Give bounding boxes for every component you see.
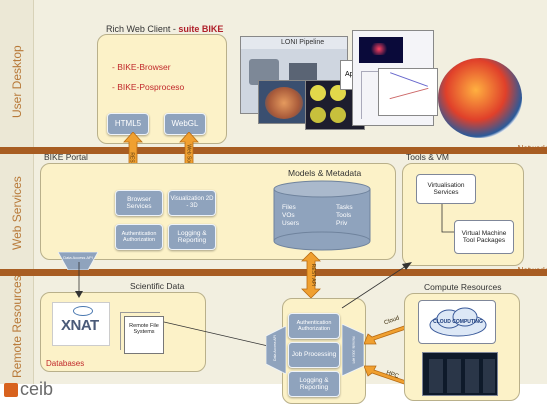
models-item-priv: Priv — [336, 219, 348, 227]
data-access-api-label: Data Access API — [272, 335, 277, 361]
brain-image-1 — [258, 80, 308, 124]
scientific-to-jobs-line — [164, 321, 276, 350]
rest-arrow — [123, 132, 143, 190]
network-label-bottom: Network — [517, 266, 547, 275]
cloud-computing-box: CLOUD COMPUTING — [418, 300, 496, 344]
network-divider-bottom — [0, 269, 547, 276]
client-title-suite: suite BIKE — [178, 24, 224, 34]
virtualisation-connector — [441, 204, 454, 233]
portal-authentication-box: Authentication Authorization — [115, 224, 163, 250]
websockets-arrow — [179, 132, 199, 190]
models-item-files: Files — [282, 204, 296, 211]
client-title-text: Rich Web Client - — [106, 24, 179, 34]
remote-file-systems-box: Remote File Systems — [124, 316, 164, 354]
html5-box: HTML5 — [107, 113, 149, 135]
remote-file-systems-label: Remote File Systems — [129, 323, 159, 335]
webgl-box: WebGL — [164, 113, 206, 135]
rest-api-arrow — [301, 252, 321, 298]
data-access-gate-label: Data Access API — [63, 255, 93, 260]
scientific-data-title: Scientific Data — [130, 281, 185, 291]
network-divider-top — [0, 147, 547, 154]
xnat-logo-box: XNAT — [52, 302, 110, 346]
vm-tool-packages-box: Virtual Machine Tool Packages — [454, 220, 514, 254]
graph-image — [378, 68, 438, 116]
remote-fs-stack-1 — [120, 312, 160, 350]
visualization-box: Visualization 2D - 3D — [168, 190, 216, 216]
models-list-tasks: Tasks Tools Priv — [336, 204, 353, 227]
remote-resources-sidebar — [0, 276, 34, 384]
web-services-sidebar — [0, 154, 34, 269]
loni-pipeline-label: LONI Pipeline — [281, 39, 325, 46]
models-item-tools: Tools — [336, 211, 352, 219]
data-access-api-trapezoid — [266, 326, 286, 374]
compute-resources-title: Compute Resources — [424, 282, 502, 292]
ceib-logo-mark — [4, 383, 18, 397]
cloud-icon — [429, 307, 487, 337]
client-item-posproceso: - BIKE-Posproceso — [112, 82, 185, 92]
rest-api-arrow-label: REST API — [310, 263, 317, 287]
layer-label-web-services: Web Services — [10, 176, 24, 250]
models-item-users: Users — [282, 219, 299, 227]
gate-to-scientific-arrow — [75, 262, 83, 298]
user-desktop-sidebar — [0, 0, 34, 147]
rich-web-client-title: Rich Web Client - suite BIKE — [106, 24, 223, 34]
tools-vm-title: Tools & VM — [406, 152, 449, 162]
ceib-logo-text: ceib — [20, 379, 54, 399]
client-item-browser: - BIKE-Browser — [112, 62, 171, 72]
cloud-computing-text: CLOUD COMPUTING — [433, 319, 483, 325]
models-metadata-cylinder — [273, 180, 371, 251]
browser-services-box: Browser Services — [115, 190, 163, 216]
portal-logging-box: Logging & Reporting — [168, 224, 216, 250]
remote-jobs-api-trapezoid — [342, 324, 364, 376]
models-list-files: Files VOs Users — [282, 204, 299, 227]
hpc-cluster-image — [422, 352, 498, 396]
network-label-top: Network — [517, 144, 547, 153]
xnat-logo-text: XNAT — [61, 317, 99, 334]
jobs-to-tools-line — [341, 262, 412, 309]
layer-label-user-desktop: User Desktop — [10, 45, 24, 118]
virtualisation-services-box: Virtualisation Services — [416, 174, 476, 204]
brain-3d-render — [438, 58, 522, 138]
databases-label: Databases — [46, 359, 85, 368]
remote-jobs-api-label: Remote Jobs API — [351, 336, 356, 364]
models-item-tasks: Tasks — [336, 204, 353, 211]
models-metadata-title: Models & Metadata — [288, 168, 362, 178]
data-access-gate — [58, 252, 98, 270]
bike-portal-title: BIKE Portal — [44, 152, 88, 162]
layer-label-remote-resources: Remote Resources — [10, 275, 24, 378]
job-processing-box: Job Processing — [288, 342, 340, 368]
app-label: App — [345, 71, 357, 78]
models-item-vos: VOs — [282, 211, 295, 219]
job-logging-box: Logging & Reporting — [288, 371, 340, 397]
job-authentication-box: Authentication Authorization — [288, 313, 340, 339]
